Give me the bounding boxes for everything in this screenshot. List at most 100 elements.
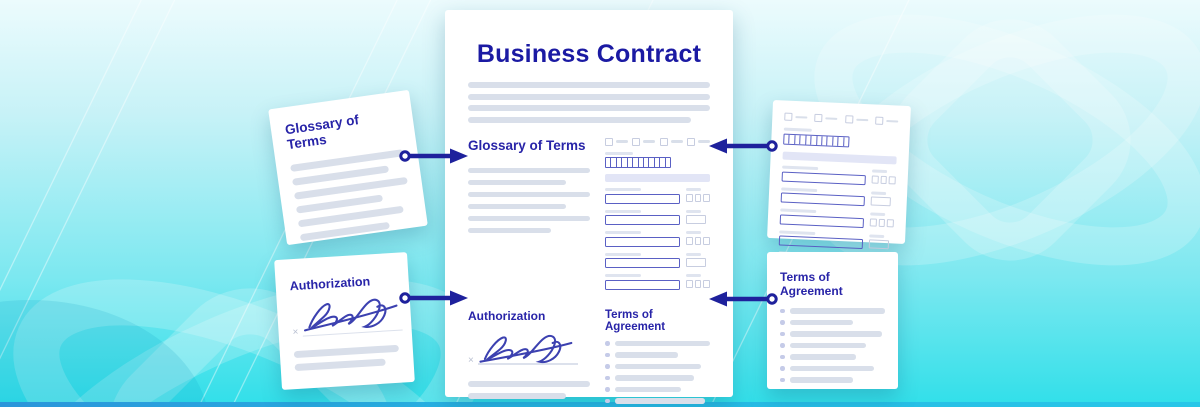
deco-blob <box>0 300 208 407</box>
text-line-placeholder <box>468 116 691 123</box>
form-field-row <box>605 231 711 247</box>
checkbox-icon <box>875 116 899 126</box>
terms-card-list <box>780 308 885 383</box>
form-field-row <box>605 188 711 204</box>
x-mark-icon: × <box>468 354 474 366</box>
list-item <box>780 377 885 383</box>
list-item <box>605 340 710 346</box>
deco-line <box>0 0 453 407</box>
field-label-placeholder <box>605 151 633 155</box>
list-item <box>780 308 885 314</box>
list-item <box>605 363 710 369</box>
text-line-placeholder <box>468 392 566 399</box>
checkbox-icon <box>814 113 838 123</box>
list-item <box>780 354 885 360</box>
form-card <box>767 100 911 271</box>
form-field-row <box>605 274 711 290</box>
glossary-section: Glossary of Terms <box>468 138 590 290</box>
checkbox-icon <box>686 137 710 146</box>
terms-list <box>605 340 710 407</box>
text-line-placeholder <box>468 215 590 221</box>
x-mark-icon: × <box>292 326 299 339</box>
bullet-icon <box>605 341 610 346</box>
list-item <box>780 319 885 325</box>
checkbox-icon <box>632 137 656 146</box>
checkbox-icon <box>659 137 683 146</box>
form-field-row <box>605 209 710 225</box>
list-item <box>605 386 710 392</box>
bullet-icon <box>605 398 610 403</box>
checkbox-icon <box>784 112 808 122</box>
bullet-icon <box>605 364 610 369</box>
business-contract-document: Business Contract Glossary of Terms <box>445 10 733 404</box>
authorization-text-placeholder <box>468 380 590 399</box>
highlight-bar <box>782 151 897 165</box>
comb-field <box>605 157 671 168</box>
arrow-right-icon <box>399 148 468 164</box>
highlight-bar <box>605 174 710 182</box>
comb-field <box>783 133 850 148</box>
terms-section: Terms of Agreement <box>605 309 710 407</box>
checkbox-row <box>784 112 899 126</box>
terms-card-heading: Terms of Agreement <box>780 270 843 298</box>
list-item <box>780 365 885 371</box>
glossary-heading: Glossary of Terms <box>468 137 586 153</box>
bullet-icon <box>605 352 610 357</box>
signature-icon <box>479 334 573 363</box>
text-line-placeholder <box>468 93 710 100</box>
text-line-placeholder <box>468 227 551 233</box>
list-item <box>780 342 885 348</box>
deco-line <box>0 0 668 407</box>
list-item <box>780 331 885 337</box>
arrow-right-icon <box>399 290 468 306</box>
bullet-icon <box>605 375 610 380</box>
bullet-icon <box>780 354 785 359</box>
signature-line <box>478 363 578 365</box>
bullet-icon <box>780 366 785 371</box>
text-line-placeholder <box>294 358 387 372</box>
text-line-placeholder <box>468 380 590 387</box>
bullet-icon <box>780 331 785 336</box>
form-field-row <box>781 165 897 186</box>
bullet-icon <box>780 320 785 325</box>
text-line-placeholder <box>468 191 590 197</box>
signature-icon <box>303 298 398 332</box>
text-line-placeholder <box>468 179 566 185</box>
authorization-card-heading: Authorization <box>289 274 371 294</box>
arrow-left-icon <box>709 138 778 154</box>
signature-block: × <box>468 329 590 375</box>
list-item <box>605 375 710 381</box>
glossary-card: Glossary of Terms <box>268 89 428 246</box>
bottom-accent-strip <box>0 402 1200 407</box>
contract-form-section <box>605 137 711 290</box>
bullet-icon <box>780 308 785 313</box>
authorization-card: Authorization × <box>274 252 415 390</box>
signature-block: × <box>290 291 403 347</box>
arrow-left-icon <box>709 291 778 307</box>
field-label-placeholder <box>783 127 812 132</box>
text-line-placeholder <box>468 82 710 88</box>
authorization-section: Authorization × <box>468 309 590 407</box>
checkbox-icon <box>605 137 628 146</box>
bullet-icon <box>605 387 610 392</box>
form-field-row <box>779 208 895 228</box>
list-item <box>605 352 710 358</box>
checkbox-icon <box>844 115 868 124</box>
list-item <box>605 398 710 404</box>
bullet-icon <box>780 377 785 382</box>
terms-card: Terms of Agreement <box>767 252 898 389</box>
authorization-card-text-placeholder <box>293 344 400 372</box>
document-title: Business Contract <box>476 40 702 68</box>
text-line-placeholder <box>468 105 710 111</box>
terms-heading: Terms of Agreement <box>605 308 666 333</box>
text-line-placeholder <box>468 167 590 173</box>
form-field-row <box>780 186 896 207</box>
bullet-icon <box>780 343 785 348</box>
glossary-card-heading: Glossary of Terms <box>284 112 360 153</box>
intro-paragraph-placeholder <box>468 82 710 123</box>
form-field-row <box>605 252 710 268</box>
text-line-placeholder <box>468 203 566 209</box>
glossary-text-placeholder <box>468 167 590 233</box>
text-line-placeholder <box>293 344 399 359</box>
